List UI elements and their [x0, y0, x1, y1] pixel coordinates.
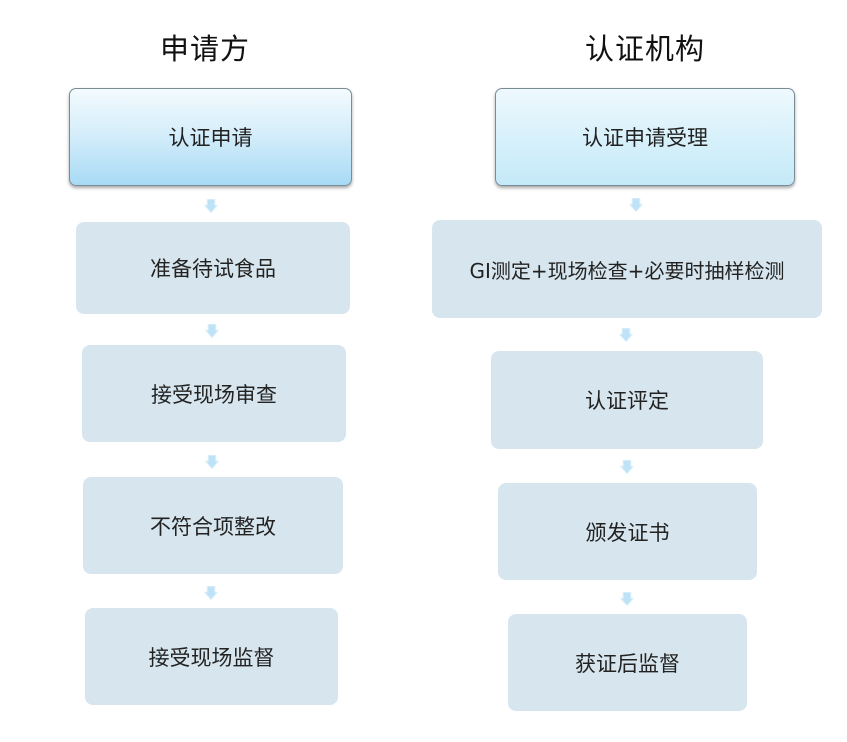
arrow-down-icon	[629, 198, 643, 212]
step-prepare-food: 准备待试食品	[76, 222, 350, 314]
certifier-column-title: 认证机构	[584, 32, 705, 66]
arrow-down-icon	[205, 324, 219, 338]
arrow-down-icon	[205, 455, 219, 469]
step-onsite-review: 接受现场审查	[82, 345, 346, 442]
arrow-down-icon	[620, 460, 634, 474]
step-gi-test-inspection: GI测定+现场检查+必要时抽样检测	[432, 220, 822, 318]
step-accept-application: 认证申请受理	[495, 88, 795, 186]
arrow-down-icon	[620, 592, 634, 606]
applicant-column-title: 申请方	[159, 32, 250, 66]
arrow-down-icon	[619, 328, 633, 342]
step-onsite-supervision: 接受现场监督	[85, 608, 338, 705]
arrow-down-icon	[204, 586, 218, 600]
step-certification-evaluation: 认证评定	[491, 351, 763, 449]
arrow-down-icon	[204, 199, 218, 213]
step-application: 认证申请	[69, 88, 352, 186]
step-post-cert-supervision: 获证后监督	[508, 614, 747, 711]
step-nonconformity-fix: 不符合项整改	[83, 477, 343, 574]
step-issue-certificate: 颁发证书	[498, 483, 757, 580]
